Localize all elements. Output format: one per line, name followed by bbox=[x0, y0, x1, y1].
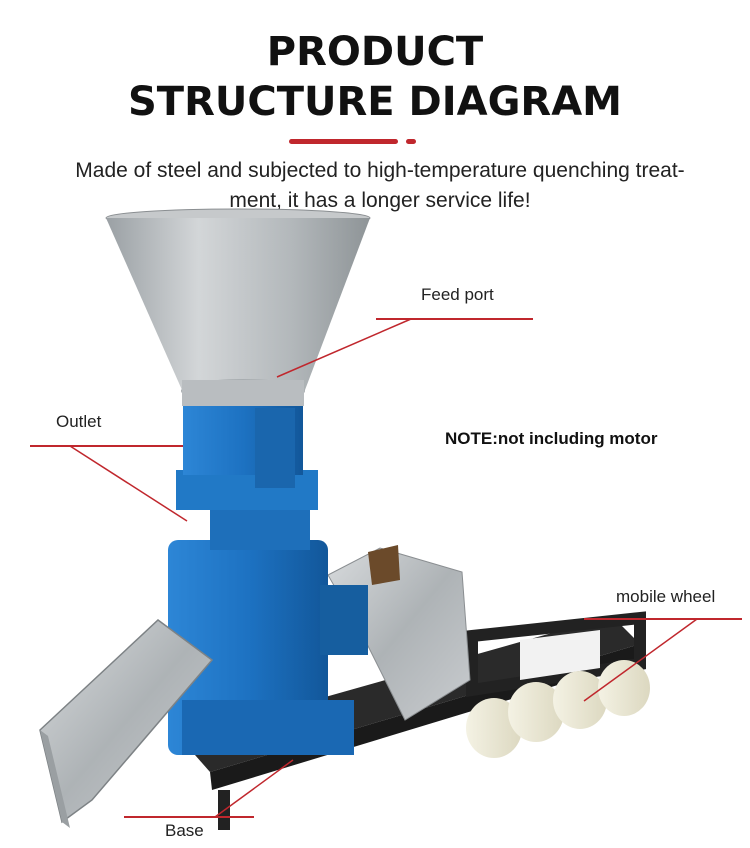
title-underline-dot bbox=[406, 139, 416, 144]
title-underline bbox=[289, 139, 398, 144]
base-label: Base bbox=[165, 821, 204, 840]
feed-port-label: Feed port bbox=[421, 285, 494, 304]
callout-lines bbox=[30, 318, 742, 818]
title-line-2: STRUCTURE DIAGRAM bbox=[128, 79, 622, 125]
mobile-wheels bbox=[466, 660, 650, 758]
subtitle-line-1: Made of steel and subjected to high-temp… bbox=[75, 159, 685, 182]
title-line-1: PRODUCT bbox=[266, 29, 484, 75]
outlet-chute bbox=[39, 619, 214, 828]
subtitle: Made of steel and subjected to high-temp… bbox=[40, 156, 720, 216]
subtitle-line-2: ment, it has a longer service life! bbox=[229, 189, 531, 212]
motor-note: NOTE:not including motor bbox=[445, 429, 658, 448]
outlet-label: Outlet bbox=[56, 412, 102, 431]
feed-hopper bbox=[105, 208, 371, 406]
mobile-wheel-label: mobile wheel bbox=[616, 587, 716, 606]
pellet-mill-body bbox=[168, 395, 368, 755]
